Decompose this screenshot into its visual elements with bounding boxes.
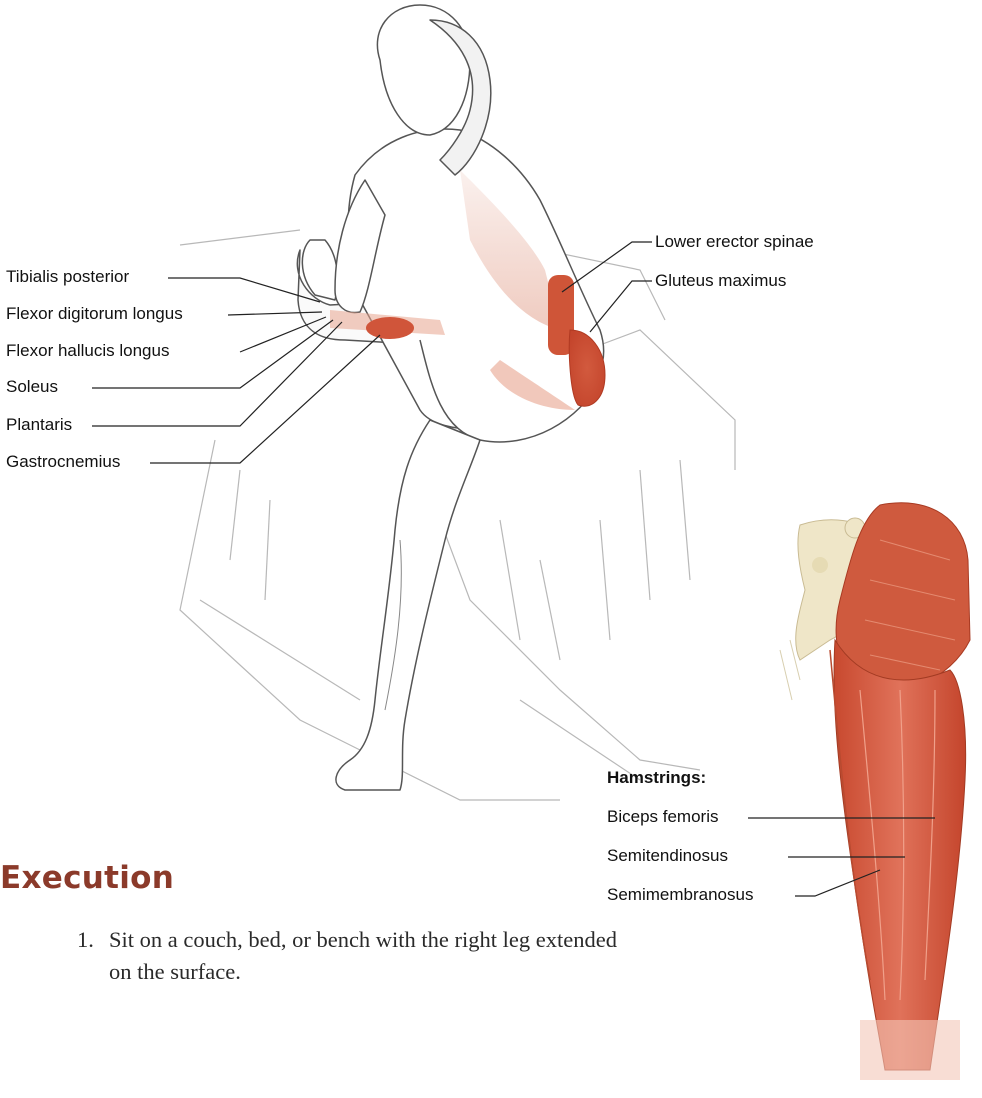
step-1: 1.Sit on a couch, bed, or bench with the… — [77, 924, 857, 988]
label-biceps-femoris: Biceps femoris — [607, 807, 718, 827]
label-gluteus-maximus: Gluteus maximus — [655, 271, 786, 291]
label-lower-erector-spinae: Lower erector spinae — [655, 232, 814, 252]
hamstrings-heading: Hamstrings: — [607, 768, 706, 788]
label-semimembranosus: Semimembranosus — [607, 885, 753, 905]
seated-figure — [297, 5, 603, 790]
label-semitendinosus: Semitendinosus — [607, 846, 728, 866]
step-text-line2: on the surface. — [77, 956, 857, 988]
label-gastrocnemius: Gastrocnemius — [6, 452, 120, 472]
step-text-line1: Sit on a couch, bed, or bench with the r… — [109, 927, 617, 952]
step-number: 1. — [77, 924, 109, 956]
label-flexor-hallucis-longus: Flexor hallucis longus — [6, 341, 169, 361]
label-flexor-digitorum-longus: Flexor digitorum longus — [6, 304, 183, 324]
label-plantaris: Plantaris — [6, 415, 72, 435]
label-soleus: Soleus — [6, 377, 58, 397]
label-tibialis-posterior: Tibialis posterior — [6, 267, 129, 287]
hamstring-inset — [780, 503, 970, 1080]
section-heading: Execution — [0, 860, 174, 896]
